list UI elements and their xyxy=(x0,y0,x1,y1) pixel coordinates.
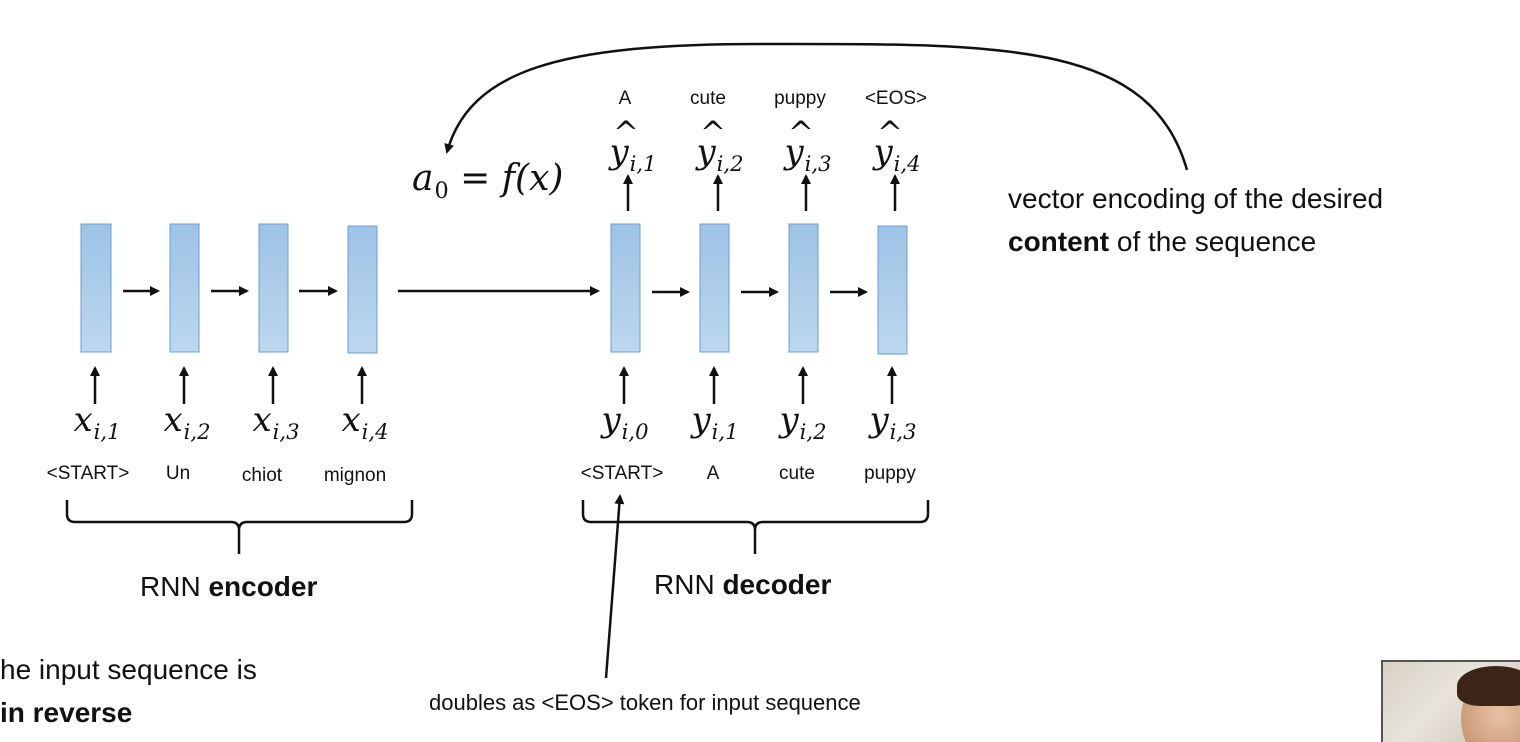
decoder-output-token: A xyxy=(618,88,632,109)
content-annotation: vector encoding of the desired content o… xyxy=(1008,177,1383,263)
decoder-output-symbol: yi,3 xyxy=(738,116,878,176)
encoder-input-token: Un xyxy=(165,463,191,484)
decoder-output-symbol: yi,1 xyxy=(563,116,703,176)
start-note-arrow xyxy=(604,494,625,679)
annotation-line-2: content of the sequence xyxy=(1008,226,1317,257)
encoder-input-symbol: xi,3 xyxy=(252,400,300,444)
decoder-output-symbol: yi,4 xyxy=(827,116,967,176)
encoder-cell xyxy=(258,223,289,353)
encoder-input-token: chiot xyxy=(241,465,283,486)
encoder-cell xyxy=(80,223,112,353)
decoder-input-token: A xyxy=(706,463,720,484)
decoder-input-symbol: yi,0 xyxy=(601,400,649,444)
decoder-output-token: puppy xyxy=(774,88,826,109)
encoder-input-symbol: xi,1 xyxy=(73,400,121,444)
encoder-input-symbol: xi,2 xyxy=(163,400,211,444)
decoder-cell xyxy=(699,223,730,353)
decoder-input-symbol: yi,2 xyxy=(779,400,827,444)
decoder-output-token: cute xyxy=(690,88,726,109)
encoder-input-token: <START> xyxy=(46,463,130,484)
initial-state-rhs: = f(x) xyxy=(460,158,564,199)
decoder-output-token: <EOS> xyxy=(864,88,928,109)
decoder-cell xyxy=(610,223,641,353)
webcam-overlay xyxy=(1381,660,1520,742)
decoder-input-token: puppy xyxy=(864,463,916,484)
decoder-cell xyxy=(877,225,908,355)
encoder-cell xyxy=(347,225,378,354)
decoder-cell xyxy=(788,223,819,353)
initial-state-lhs: a xyxy=(412,158,434,199)
start-token-note: doubles as <EOS> token for input sequenc… xyxy=(429,690,861,715)
presenter-hair xyxy=(1457,666,1520,706)
encoder-brace xyxy=(65,500,414,554)
encoder-cell xyxy=(169,223,200,353)
encoder-input-symbol: xi,4 xyxy=(341,400,389,444)
decoder-input-token: cute xyxy=(779,463,815,484)
decoder-input-token: <START> xyxy=(580,463,664,484)
encoder-label: RNN encoder xyxy=(140,571,318,602)
initial-state-equation: a0 = f(x) xyxy=(412,158,564,204)
annotation-line-1: vector encoding of the desired xyxy=(1008,183,1384,214)
decoder-input-symbol: yi,1 xyxy=(691,400,739,444)
initial-state-sub: 0 xyxy=(434,178,449,205)
decoder-label: RNN decoder xyxy=(654,569,832,600)
reverse-input-note: he input sequence is in reverse xyxy=(0,654,257,728)
decoder-output-symbol: yi,2 xyxy=(650,116,790,176)
decoder-brace xyxy=(581,500,930,554)
decoder-input-symbol: yi,3 xyxy=(869,400,917,444)
feedback-curve-arrow xyxy=(444,42,1189,171)
encoder-input-token: mignon xyxy=(323,465,387,486)
